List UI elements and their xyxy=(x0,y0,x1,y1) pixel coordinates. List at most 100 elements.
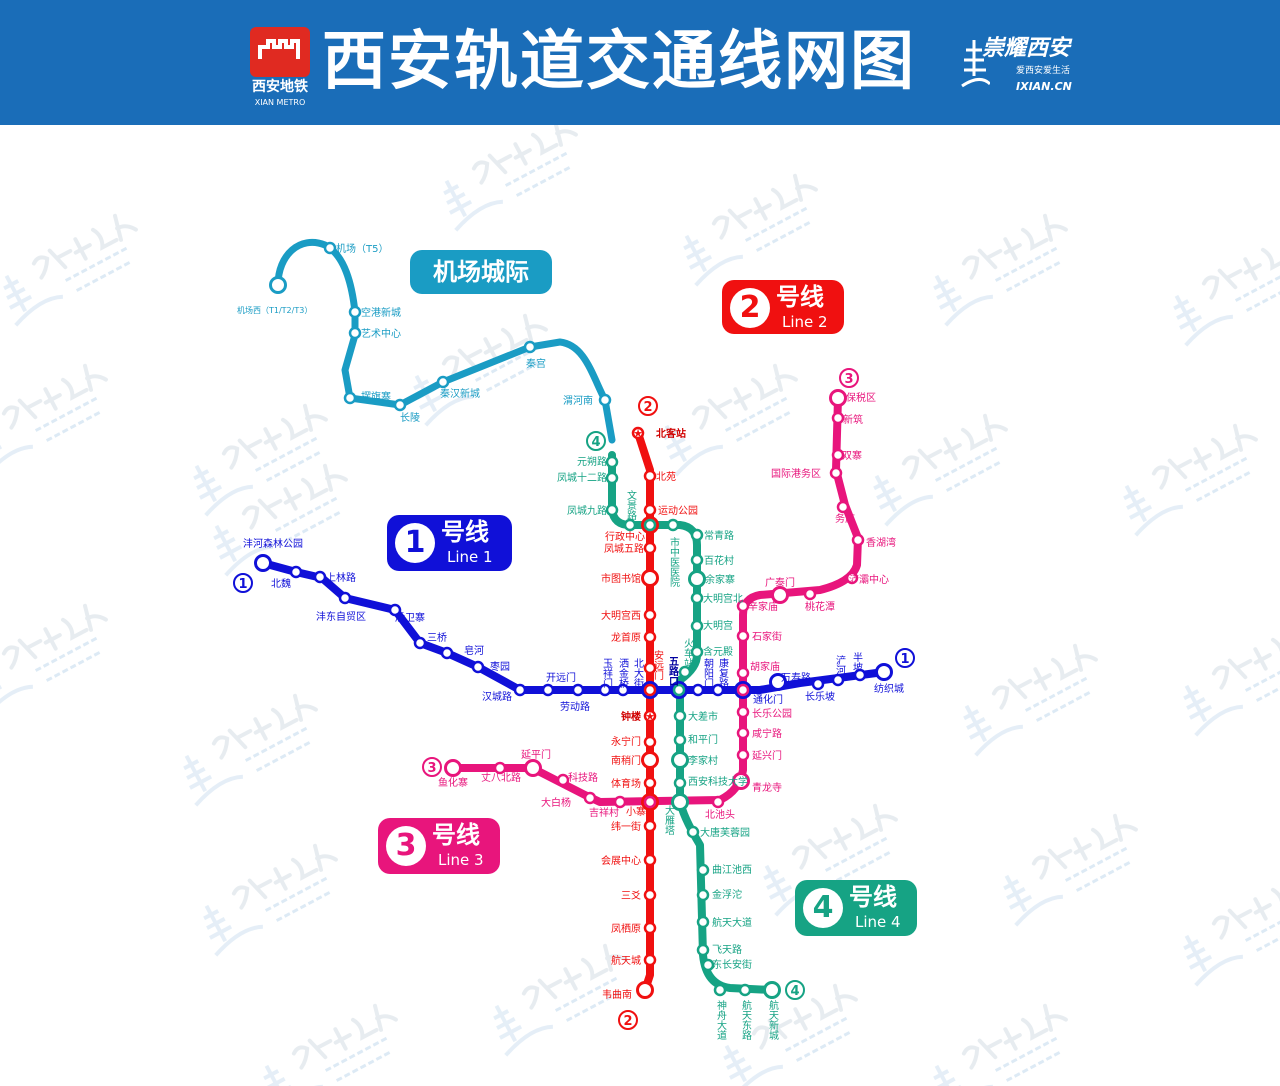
station-label[interactable]: 北客站 xyxy=(656,427,686,440)
station-label[interactable]: 安远门 xyxy=(652,649,664,681)
station-marker[interactable] xyxy=(736,629,750,643)
station-label[interactable]: 余家寨 xyxy=(705,573,735,586)
station-label[interactable]: 洒金桥 xyxy=(617,657,629,689)
station-label[interactable]: 北苑 xyxy=(656,470,676,483)
station-label[interactable]: 神舟大道 xyxy=(715,999,727,1040)
station-marker[interactable] xyxy=(471,660,485,674)
station-marker[interactable] xyxy=(829,389,847,407)
station-marker[interactable] xyxy=(641,569,659,587)
station-marker[interactable] xyxy=(643,503,657,517)
station-label[interactable]: 秦宫 xyxy=(526,357,546,370)
station-marker[interactable] xyxy=(348,326,362,340)
station-marker[interactable] xyxy=(643,735,657,749)
station-marker[interactable] xyxy=(643,819,657,833)
station-label[interactable]: 北魏 xyxy=(271,577,291,590)
station-label[interactable]: 韦曲南 xyxy=(602,988,632,1001)
station-label[interactable]: 沣东自贸区 xyxy=(316,610,366,623)
station-marker[interactable] xyxy=(643,661,657,675)
station-label[interactable]: 浐灞中心 xyxy=(849,573,889,586)
station-label[interactable]: 康复路 xyxy=(717,657,729,689)
station-label[interactable]: 空港新城 xyxy=(361,306,401,319)
station-marker[interactable] xyxy=(711,683,725,697)
station-label[interactable]: 保税区 xyxy=(846,391,876,404)
station-label[interactable]: 浐河 xyxy=(834,654,846,675)
station-label[interactable]: 航天新城 xyxy=(767,999,779,1041)
station-marker[interactable] xyxy=(583,791,597,805)
station-label[interactable]: 三爻 xyxy=(621,890,641,902)
station-marker[interactable] xyxy=(643,953,657,967)
station-label[interactable]: 大明宫西 xyxy=(601,609,641,622)
station-marker[interactable] xyxy=(732,772,750,790)
station-label[interactable]: 半坡 xyxy=(851,651,863,673)
station-marker[interactable] xyxy=(643,853,657,867)
station-marker[interactable] xyxy=(616,683,630,697)
station-label[interactable]: 体育场 xyxy=(611,777,641,790)
station-label[interactable]: 皂河 xyxy=(464,644,484,657)
station-marker[interactable] xyxy=(671,751,689,769)
station-label[interactable]: 胡家庙 xyxy=(750,660,780,673)
station-marker[interactable] xyxy=(666,518,680,532)
station-marker[interactable] xyxy=(643,683,657,697)
station-marker[interactable] xyxy=(736,599,750,613)
station-label[interactable]: 开远门 xyxy=(546,671,576,684)
station-label[interactable]: 秦汉新城 xyxy=(440,387,480,400)
station-marker[interactable] xyxy=(643,518,657,532)
station-marker[interactable] xyxy=(686,825,700,839)
station-marker[interactable] xyxy=(696,863,710,877)
station-label[interactable]: 渭河南 xyxy=(563,394,593,407)
station-marker[interactable] xyxy=(643,795,657,809)
station-marker[interactable] xyxy=(613,795,627,809)
station-label[interactable]: 万寿路 xyxy=(781,671,811,684)
station-label[interactable]: 大白杨 xyxy=(541,796,571,809)
station-label[interactable]: 航天东路 xyxy=(740,999,752,1041)
station-marker[interactable] xyxy=(643,709,657,723)
station-marker[interactable] xyxy=(811,677,825,691)
station-marker[interactable] xyxy=(343,391,357,405)
station-marker[interactable] xyxy=(673,733,687,747)
station-marker[interactable] xyxy=(678,665,692,679)
station-marker[interactable] xyxy=(836,500,850,514)
station-marker[interactable] xyxy=(690,553,704,567)
station-marker[interactable] xyxy=(701,958,715,972)
station-marker[interactable] xyxy=(673,709,687,723)
station-label[interactable]: 市中医医院 xyxy=(668,536,680,588)
station-marker[interactable] xyxy=(738,983,752,997)
station-marker[interactable] xyxy=(523,340,537,354)
station-marker[interactable] xyxy=(829,466,843,480)
station-marker[interactable] xyxy=(393,398,407,412)
station-marker[interactable] xyxy=(388,603,402,617)
station-label[interactable]: 辛家庙 xyxy=(748,600,778,613)
station-marker[interactable] xyxy=(623,518,637,532)
station-marker[interactable] xyxy=(641,751,659,769)
station-label[interactable]: 百花村 xyxy=(704,554,734,567)
station-marker[interactable] xyxy=(643,921,657,935)
station-marker[interactable] xyxy=(713,983,727,997)
station-label[interactable]: 后卫寨 xyxy=(395,611,425,624)
station-label[interactable]: 李家村 xyxy=(688,754,718,767)
station-label[interactable]: 长陵 xyxy=(400,412,420,424)
station-label[interactable]: 凤栖原 xyxy=(611,922,641,935)
station-label[interactable]: 朝阳门 xyxy=(702,658,714,689)
station-marker[interactable] xyxy=(513,683,527,697)
station-marker[interactable] xyxy=(643,469,657,483)
station-label[interactable]: 上林路 xyxy=(326,571,356,584)
station-label[interactable]: 机场（T5） xyxy=(336,242,388,255)
station-label[interactable]: 艺术中心 xyxy=(361,327,401,340)
station-label[interactable]: 航天大道 xyxy=(712,916,752,929)
station-label[interactable]: 吉祥村 xyxy=(589,806,619,819)
station-marker[interactable] xyxy=(524,759,542,777)
station-label[interactable]: 三桥 xyxy=(427,632,447,644)
station-label[interactable]: 五路口 xyxy=(667,656,679,686)
station-marker[interactable] xyxy=(289,565,303,579)
station-label[interactable]: 石家街 xyxy=(752,630,782,643)
station-label[interactable]: 金浮沱 xyxy=(712,888,742,901)
station-marker[interactable] xyxy=(769,673,787,691)
station-marker[interactable] xyxy=(696,915,710,929)
station-marker[interactable] xyxy=(598,683,612,697)
station-marker[interactable] xyxy=(690,528,704,542)
station-marker[interactable] xyxy=(440,646,454,660)
station-label[interactable]: 大雁塔 xyxy=(663,804,675,836)
station-label[interactable]: 桃花潭 xyxy=(805,600,835,613)
station-marker[interactable] xyxy=(556,773,570,787)
station-marker[interactable] xyxy=(690,591,704,605)
